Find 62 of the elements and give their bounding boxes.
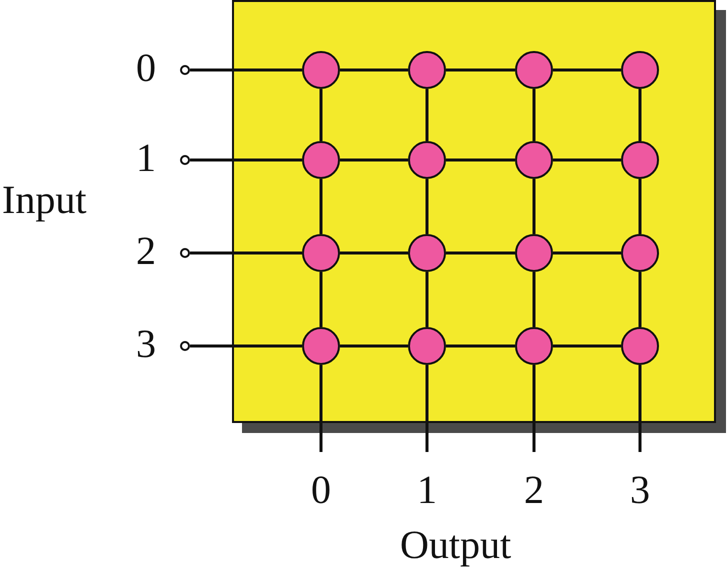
output-number: 2 — [524, 470, 544, 510]
wire-line — [340, 68, 408, 72]
wire-line — [532, 89, 536, 141]
input-terminal — [180, 155, 190, 165]
wire-line — [426, 272, 428, 327]
wire-line — [340, 158, 408, 162]
output-number: 3 — [630, 470, 650, 510]
crosspoint-circle — [302, 234, 340, 272]
output-number: 1 — [417, 470, 437, 510]
crosspoint-circle — [408, 327, 446, 365]
wire-line — [532, 365, 536, 452]
crosspoint-circle — [515, 234, 553, 272]
wire-line — [320, 272, 322, 327]
wire-line — [638, 272, 642, 327]
crosspoint-circle — [302, 141, 340, 179]
wire-line — [553, 252, 621, 254]
crosspoint-circle — [408, 141, 446, 179]
input-number: 2 — [136, 231, 156, 271]
wire-line — [426, 89, 428, 141]
crosspoint-circle — [621, 327, 659, 365]
wire-line — [190, 68, 302, 72]
wire-line — [446, 344, 515, 348]
wire-line — [446, 158, 515, 162]
input-number: 3 — [136, 324, 156, 364]
wire-line — [553, 158, 621, 162]
wire-line — [638, 89, 642, 141]
wire-line — [532, 272, 536, 327]
crosspoint-circle — [621, 51, 659, 89]
wire-line — [320, 89, 322, 141]
axis-title: Input — [2, 180, 86, 220]
axis-title: Output — [400, 525, 512, 565]
wire-line — [553, 344, 621, 348]
input-terminal — [180, 65, 190, 75]
input-terminal — [180, 341, 190, 351]
wire-line — [190, 344, 302, 348]
wire-line — [446, 252, 515, 254]
crosspoint-circle — [408, 51, 446, 89]
wire-line — [638, 365, 642, 452]
wire-line — [340, 252, 408, 254]
wire-line — [553, 68, 621, 72]
wire-line — [446, 68, 515, 72]
crosspoint-circle — [302, 51, 340, 89]
wire-line — [320, 179, 322, 234]
output-number: 0 — [311, 470, 331, 510]
wire-line — [532, 179, 536, 234]
input-number: 0 — [136, 48, 156, 88]
crosspoint-circle — [515, 51, 553, 89]
crosspoint-circle — [515, 141, 553, 179]
wire-line — [340, 344, 408, 348]
input-terminal — [180, 248, 190, 258]
wire-line — [190, 252, 302, 254]
wire-line — [426, 179, 428, 234]
crosspoint-circle — [302, 327, 340, 365]
crosspoint-circle — [621, 141, 659, 179]
wire-line — [190, 158, 302, 162]
wire-line — [320, 365, 322, 452]
crosspoint-circle — [515, 327, 553, 365]
crosspoint-circle — [621, 234, 659, 272]
wire-line — [638, 179, 642, 234]
input-number: 1 — [136, 138, 156, 178]
wire-line — [426, 365, 428, 452]
crosspoint-circle — [408, 234, 446, 272]
